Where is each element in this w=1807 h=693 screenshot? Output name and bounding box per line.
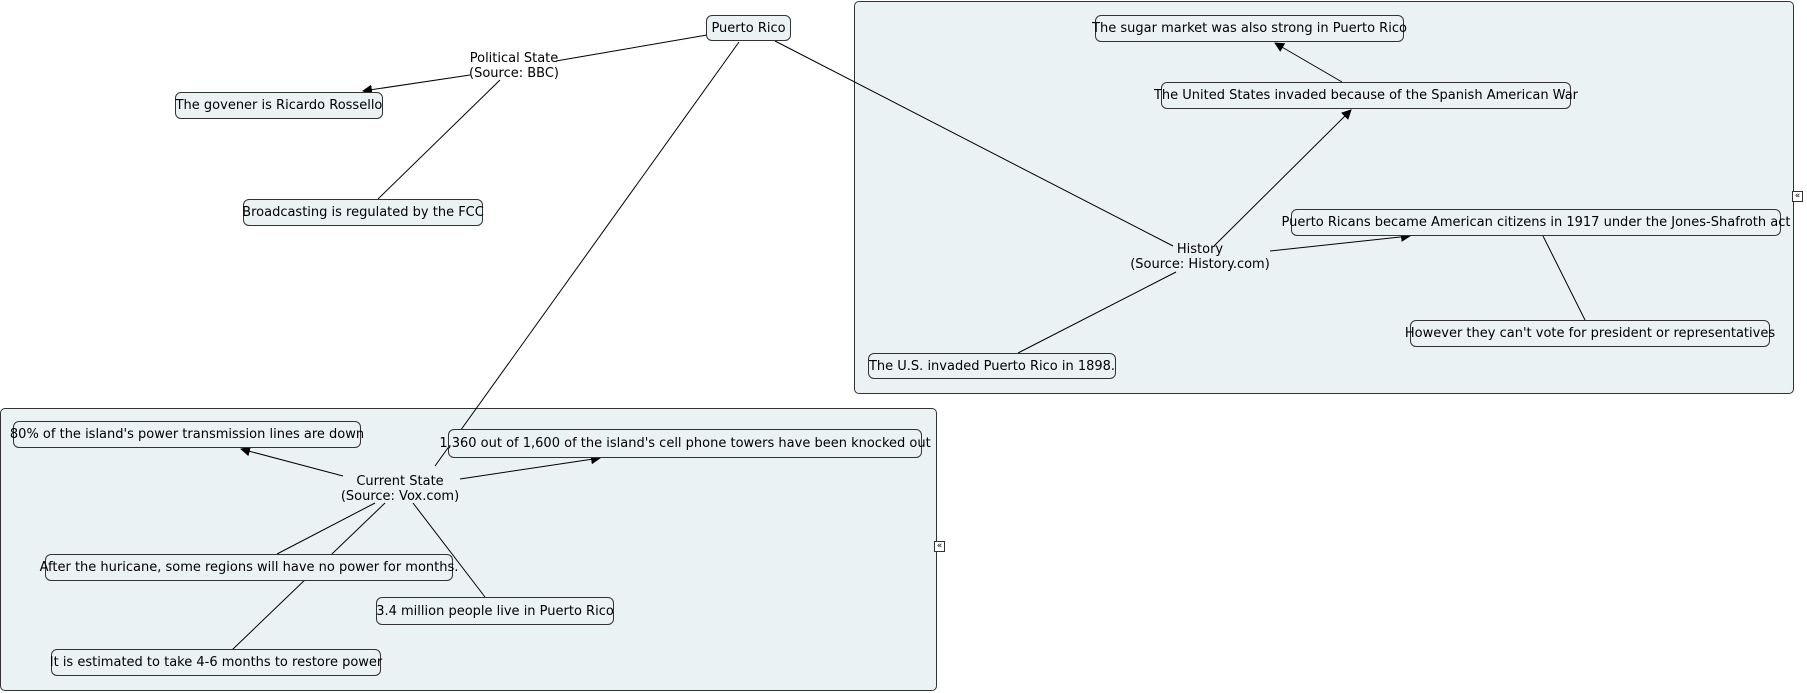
node-invaded-war-label: The United States invaded because of the… — [1153, 88, 1579, 103]
node-power-lines-label: 80% of the island's power transmission l… — [9, 427, 365, 442]
history-collapse-glyph: « — [1794, 191, 1801, 201]
node-sugar-market-label: The sugar market was also strong in Puer… — [1092, 21, 1407, 36]
node-citizens-label: Puerto Ricans became American citizens i… — [1281, 215, 1791, 230]
node-puerto-rico[interactable]: Puerto Rico — [706, 15, 791, 41]
node-citizens[interactable]: Puerto Ricans became American citizens i… — [1282, 209, 1790, 236]
history-title: History — [1176, 242, 1224, 257]
node-population[interactable]: 3.4 million people live in Puerto Rico — [376, 597, 614, 625]
node-governor[interactable]: The govener is Ricardo Rossello — [175, 92, 383, 119]
edge-political-fcc — [377, 79, 501, 200]
node-fcc-label: Broadcasting is regulated by the FCC — [242, 205, 484, 220]
current-source: (Source: Vox.com) — [340, 489, 460, 504]
history-collapse-icon[interactable]: « — [1792, 191, 1803, 202]
node-invaded-war[interactable]: The United States invaded because of the… — [1154, 82, 1578, 109]
phrase-history[interactable]: History (Source: History.com) — [1130, 242, 1270, 272]
node-restore-power[interactable]: It is estimated to take 4-6 months to re… — [49, 649, 383, 676]
current-collapse-glyph: « — [936, 541, 943, 551]
node-no-power-label: After the huricane, some regions will ha… — [39, 560, 459, 575]
node-invaded-1898-label: The U.S. invaded Puerto Rico in 1898. — [868, 358, 1116, 374]
political-source: (Source: BBC) — [469, 66, 559, 81]
current-title: Current State — [356, 474, 444, 489]
edge-root-political — [555, 34, 708, 62]
node-no-power[interactable]: After the huricane, some regions will ha… — [40, 554, 458, 581]
node-population-label: 3.4 million people live in Puerto Rico — [376, 603, 614, 619]
node-restore-power-label: It is estimated to take 4-6 months to re… — [49, 655, 383, 670]
node-governor-label: The govener is Ricardo Rossello — [175, 98, 383, 113]
edge-root-current — [434, 41, 740, 467]
node-puerto-rico-label: Puerto Rico — [711, 20, 786, 36]
node-invaded-1898[interactable]: The U.S. invaded Puerto Rico in 1898. — [868, 353, 1116, 379]
node-cant-vote[interactable]: However they can't vote for president or… — [1405, 320, 1775, 347]
history-source: (Source: History.com) — [1130, 257, 1270, 272]
political-title: Political State — [469, 51, 559, 66]
node-cell-towers-label: 1,360 out of 1,600 of the island's cell … — [439, 436, 931, 451]
node-fcc[interactable]: Broadcasting is regulated by the FCC — [242, 199, 484, 226]
current-collapse-icon[interactable]: « — [934, 541, 945, 552]
node-power-lines[interactable]: 80% of the island's power transmission l… — [9, 421, 365, 448]
node-sugar-market[interactable]: The sugar market was also strong in Puer… — [1092, 15, 1407, 42]
phrase-political-state[interactable]: Political State (Source: BBC) — [469, 51, 559, 81]
edge-political-governor — [362, 74, 471, 95]
node-cant-vote-label: However they can't vote for president or… — [1404, 326, 1776, 341]
node-cell-towers[interactable]: 1,360 out of 1,600 of the island's cell … — [439, 429, 931, 458]
phrase-current-state[interactable]: Current State (Source: Vox.com) — [341, 474, 459, 504]
